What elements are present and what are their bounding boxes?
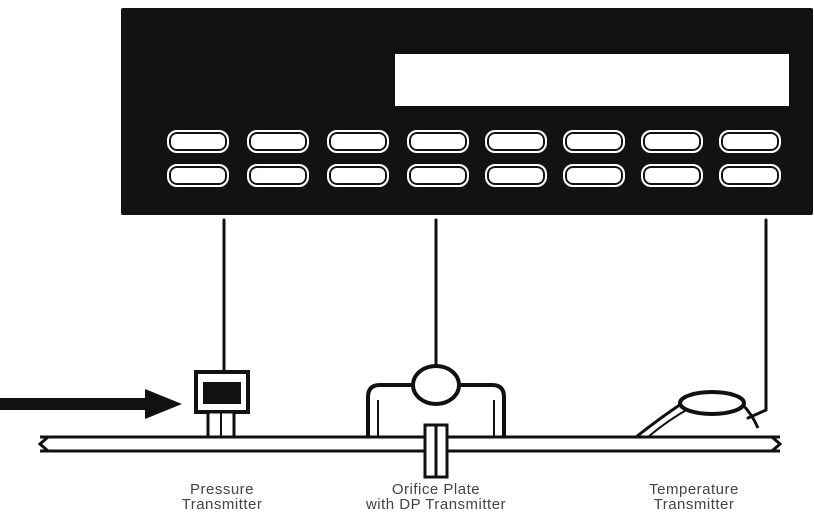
signal-wires	[222, 218, 768, 420]
keypad-key[interactable]	[327, 130, 389, 153]
keypad-key[interactable]	[719, 130, 781, 153]
keypad-key[interactable]	[563, 164, 625, 187]
temperature-transmitter-label: Temperature Transmitter	[594, 482, 794, 512]
flow-arrow-shaft	[0, 398, 150, 410]
orifice-label-line1: Orifice Plate	[391, 481, 481, 498]
temperature-transmitter-tail	[740, 402, 760, 429]
keypad-key[interactable]	[407, 164, 469, 187]
keypad-key[interactable]	[563, 130, 625, 153]
flow-arrow	[0, 389, 182, 419]
temperature-probe-sheath-a	[635, 400, 685, 439]
pipe	[37, 435, 783, 453]
temperature-label-line2: Transmitter	[653, 496, 735, 513]
keypad-key[interactable]	[247, 164, 309, 187]
keypad	[167, 130, 787, 192]
temperature-signal-wire	[746, 218, 768, 420]
pressure-transmitter-face	[203, 382, 241, 404]
keypad-key[interactable]	[407, 130, 469, 153]
pipe-break-left	[37, 435, 49, 453]
pressure-label-line1: Pressure	[189, 481, 255, 498]
temperature-transmitter	[635, 390, 760, 439]
pressure-transmitter-label: Pressure Transmitter	[132, 482, 312, 512]
temperature-transmitter-head	[678, 390, 746, 416]
keypad-key[interactable]	[641, 164, 703, 187]
pressure-label-line2: Transmitter	[181, 496, 263, 513]
temperature-label-line1: Temperature	[649, 481, 739, 498]
dp-impulse-line-upstream	[366, 383, 413, 437]
pipe-break-right	[771, 435, 783, 453]
orifice-plate-dp-transmitter	[366, 364, 506, 479]
keypad-key[interactable]	[719, 164, 781, 187]
lcd-display-window	[393, 52, 791, 108]
flow-arrow-head	[145, 389, 182, 419]
keypad-key[interactable]	[485, 130, 547, 153]
dp-impulse-line-downstream	[459, 383, 506, 437]
pressure-transmitter	[194, 370, 250, 439]
keypad-key[interactable]	[485, 164, 547, 187]
keypad-key[interactable]	[641, 130, 703, 153]
orifice-label-line2: with DP Transmitter	[365, 496, 507, 513]
keypad-key[interactable]	[167, 130, 229, 153]
keypad-key[interactable]	[247, 130, 309, 153]
orifice-plate-label: Orifice Plate with DP Transmitter	[316, 482, 556, 512]
keypad-key[interactable]	[327, 164, 389, 187]
keypad-key[interactable]	[167, 164, 229, 187]
dp-transmitter-body	[411, 364, 461, 406]
